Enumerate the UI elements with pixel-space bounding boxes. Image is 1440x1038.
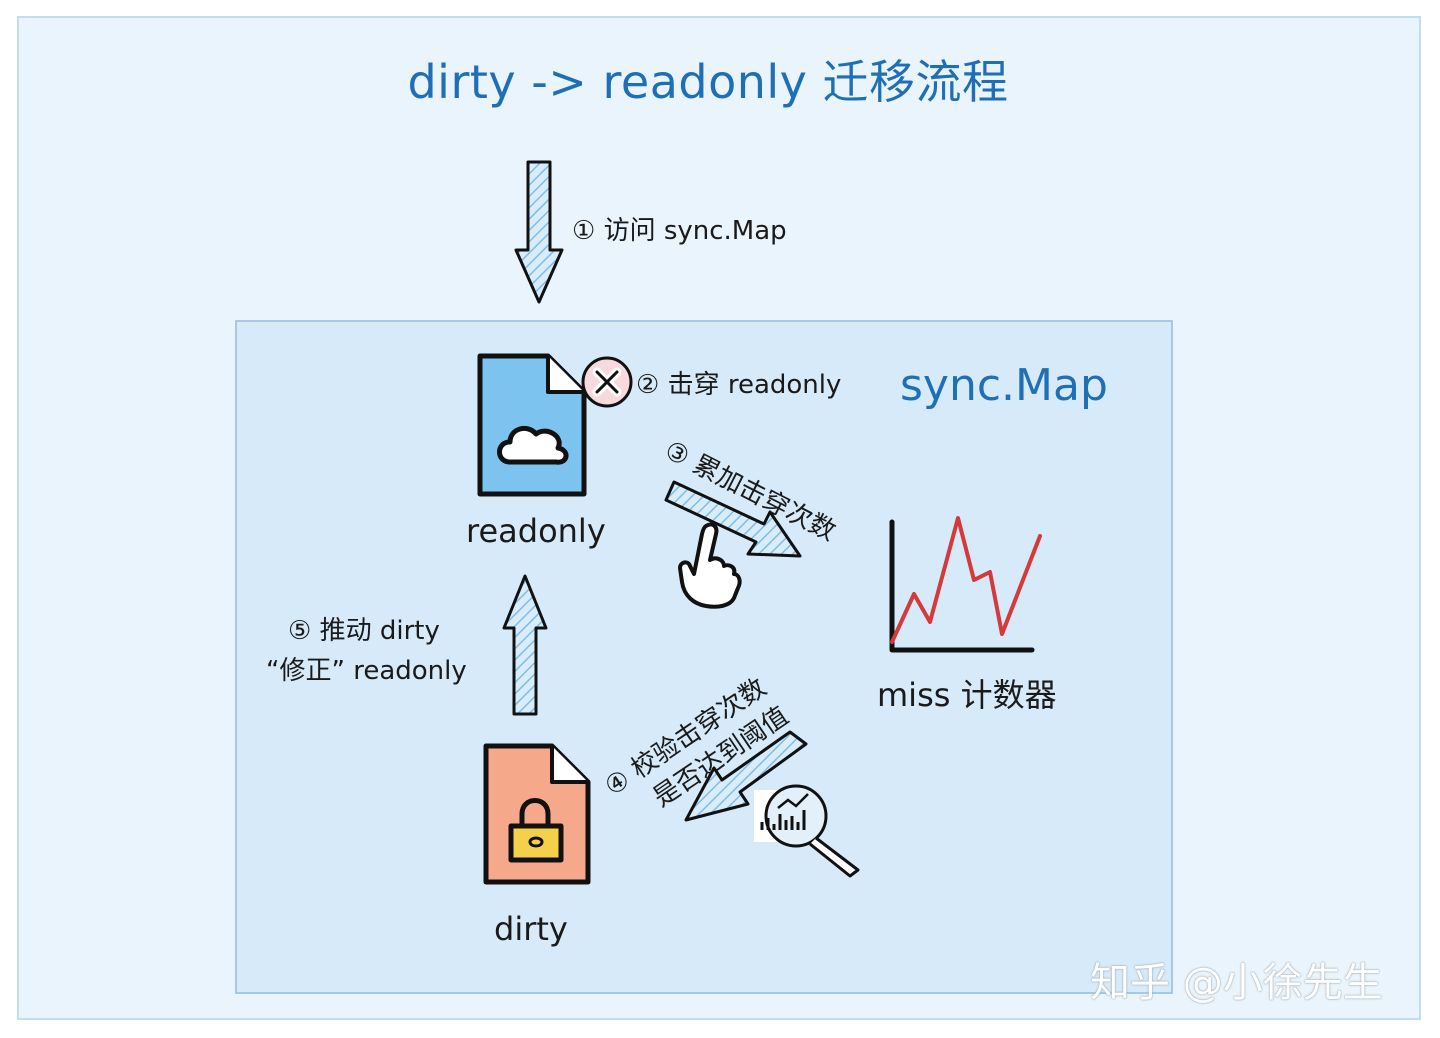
step-5-line-1: ⑤ 推动 dirty (288, 616, 440, 646)
step-1-label: ① 访问 sync.Map (572, 216, 787, 246)
sync-map-label: sync.Map (900, 360, 1108, 411)
readonly-label: readonly (466, 512, 606, 550)
step-5-line-2: “修正” readonly (266, 656, 467, 686)
verify-arrow (684, 730, 808, 822)
dirty-document-icon (483, 743, 591, 885)
access-arrow (514, 160, 564, 304)
cloud-icon (497, 425, 569, 465)
line-chart-icon (889, 516, 1042, 653)
miss-counter-label: miss 计数器 (877, 676, 1057, 714)
readonly-document-icon (477, 353, 587, 497)
hand-pointer-icon (678, 522, 742, 609)
page-title: dirty -> readonly 迁移流程 (407, 55, 1009, 109)
dirty-label: dirty (494, 910, 568, 948)
sync-map-container (235, 320, 1173, 994)
analytics-search-icon (754, 784, 860, 878)
accumulate-arrow (664, 480, 802, 558)
promote-arrow (502, 574, 548, 716)
lock-icon (508, 798, 564, 863)
watermark: 知乎 @小徐先生 (1090, 960, 1383, 1006)
close-icon (581, 356, 633, 408)
step-2-label: ② 击穿 readonly (636, 370, 842, 400)
